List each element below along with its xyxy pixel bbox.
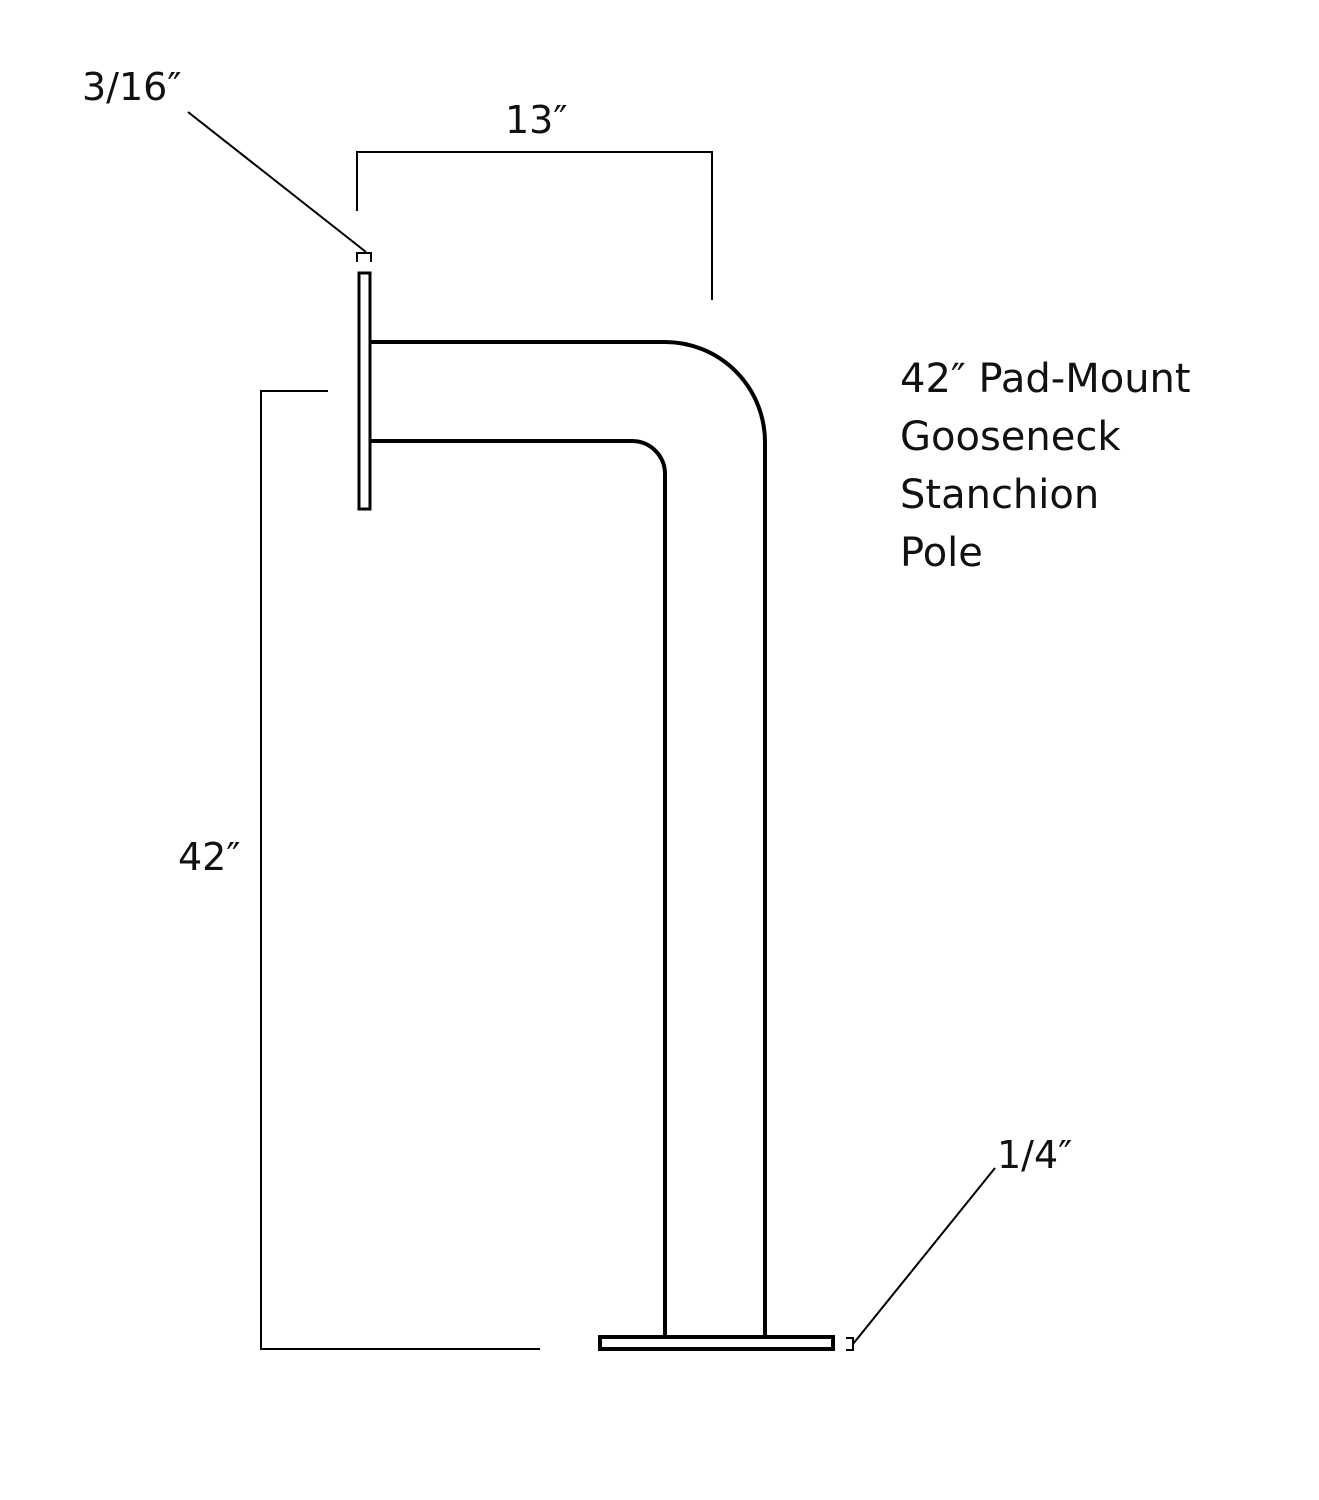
pipe-inner-wall: [370, 439, 667, 1337]
base-plate-thickness-bracket: [846, 1337, 854, 1351]
title-line-1: 42″ Pad-Mount: [900, 356, 1191, 402]
height-label: 42″: [178, 835, 241, 879]
height-dimension-bracket: [260, 390, 540, 1350]
top-plate-leader-line: [187, 111, 367, 253]
top-plate-thickness-label: 3/16″: [82, 65, 182, 109]
arm-reach-dimension-bracket: [356, 151, 713, 300]
pipe-outer-wall: [370, 340, 767, 1337]
base-plate-leader-line: [852, 1167, 996, 1345]
title-line-3: Stanchion: [900, 472, 1099, 518]
top-mounting-plate: [357, 271, 372, 511]
top-plate-thickness-bracket: [356, 252, 372, 262]
title-line-2: Gooseneck: [900, 414, 1121, 460]
base-plate: [598, 1335, 835, 1351]
title-block: 42″ Pad-Mount Gooseneck Stanchion Pole: [900, 356, 1191, 576]
title-line-4: Pole: [900, 530, 983, 576]
arm-reach-label: 13″: [505, 98, 568, 142]
base-plate-thickness-label: 1/4″: [997, 1133, 1072, 1177]
